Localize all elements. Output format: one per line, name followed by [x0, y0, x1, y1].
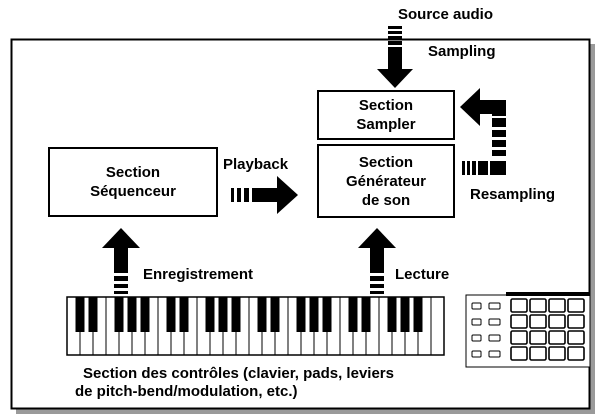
black-key	[361, 297, 371, 332]
pad	[548, 314, 566, 329]
pad	[529, 346, 547, 361]
controls-caption-line1: Section des contrôles (clavier, pads, le…	[83, 365, 394, 382]
resampling-label: Resampling	[470, 186, 556, 203]
sequencer-section-box: Section Séquenceur	[48, 147, 218, 217]
black-key	[114, 297, 124, 332]
pad	[529, 298, 547, 313]
recording-arrow	[102, 228, 140, 294]
pad	[567, 298, 585, 313]
resampling-arrow	[460, 88, 506, 175]
black-key	[218, 297, 228, 332]
source-audio-label: Source audio	[398, 6, 494, 23]
control-button	[488, 350, 501, 358]
pad	[567, 330, 585, 345]
playback-arrow	[231, 176, 298, 214]
pad	[548, 346, 566, 361]
control-button	[471, 350, 482, 358]
black-key	[127, 297, 137, 332]
lecture-label: Lecture	[395, 266, 450, 283]
sampler-section-box: Section Sampler	[317, 90, 455, 140]
control-button	[488, 318, 501, 326]
black-key	[166, 297, 176, 332]
pad	[510, 346, 528, 361]
pad	[567, 346, 585, 361]
control-button	[471, 302, 482, 310]
pad	[548, 330, 566, 345]
control-button	[488, 334, 501, 342]
control-button	[488, 302, 501, 310]
sampler-section-label: Section Sampler	[356, 97, 416, 133]
black-key	[400, 297, 410, 332]
black-key	[309, 297, 319, 332]
playback-label: Playback	[223, 156, 289, 173]
pad	[567, 314, 585, 329]
black-key	[88, 297, 98, 332]
pad-controller-illustration	[465, 292, 591, 368]
black-key	[205, 297, 215, 332]
recording-label: Enregistrement	[143, 266, 254, 283]
black-key	[413, 297, 423, 332]
control-button	[471, 318, 482, 326]
pad	[548, 298, 566, 313]
source-audio-arrow	[377, 26, 413, 88]
black-key	[322, 297, 332, 332]
pad	[510, 330, 528, 345]
black-key	[140, 297, 150, 332]
sampling-label: Sampling	[428, 43, 496, 60]
frame-shadow-right	[590, 44, 595, 414]
black-key	[75, 297, 85, 332]
black-key	[179, 297, 189, 332]
black-key	[387, 297, 397, 332]
pad	[529, 330, 547, 345]
generator-section-label: Section Générateur de son	[345, 153, 427, 209]
pad	[529, 314, 547, 329]
lecture-arrow	[358, 228, 396, 294]
controls-caption-line2: de pitch-bend/modulation, etc.)	[75, 383, 298, 400]
black-key	[270, 297, 280, 332]
black-key	[257, 297, 267, 332]
black-key	[296, 297, 306, 332]
frame-shadow-bottom	[16, 409, 595, 414]
pad	[510, 298, 528, 313]
black-key	[348, 297, 358, 332]
sequencer-section-label: Section Séquenceur	[90, 164, 176, 200]
black-key	[231, 297, 241, 332]
control-button	[471, 334, 482, 342]
controller-top-strip	[506, 292, 590, 296]
pad	[510, 314, 528, 329]
outer-frame	[10, 38, 591, 410]
keyboard-illustration	[66, 296, 445, 356]
keyboard-body	[66, 296, 445, 356]
generator-section-box: Section Générateur de son	[317, 144, 455, 218]
